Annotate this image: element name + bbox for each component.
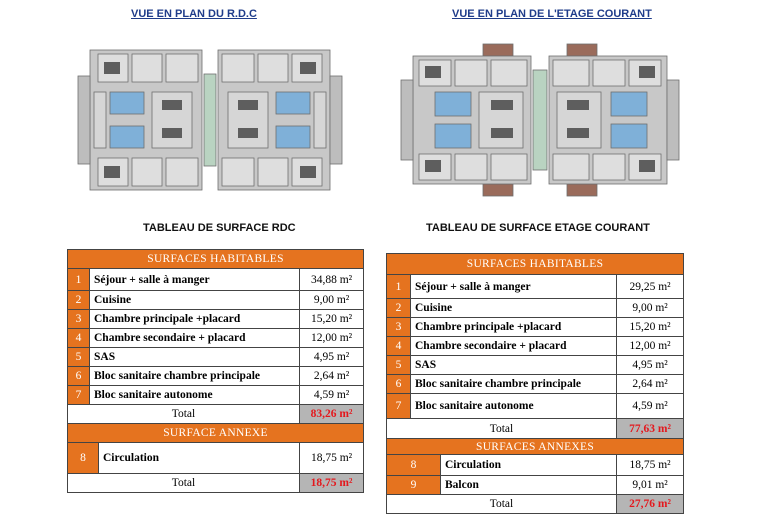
rdc-annex-header: SURFACE ANNEXE <box>66 423 365 443</box>
table-row: 4 Chambre secondaire + placard 12,00 m² <box>386 336 685 356</box>
row-number: 2 <box>67 290 90 310</box>
table-row: 5 SAS 4,95 m² <box>386 355 685 375</box>
room-label: Séjour + salle à manger <box>410 274 617 299</box>
rdc-table-title: TABLEAU DE SURFACE RDC <box>143 222 296 234</box>
table-row: 8 Circulation 18,75 m² <box>67 442 365 474</box>
table-row: 3 Chambre principale +placard 15,20 m² <box>386 317 685 337</box>
row-number: 3 <box>386 317 411 337</box>
total-value: 83,26 m² <box>298 404 365 424</box>
annex-label: Circulation <box>440 454 617 476</box>
row-number: 1 <box>386 274 411 299</box>
annex-area: 18,75 m² <box>298 442 365 474</box>
table-row: 6 Bloc sanitaire chambre principale 2,64… <box>67 366 365 386</box>
row-number: 4 <box>67 328 90 348</box>
room-label: SAS <box>89 347 300 367</box>
total-label: Total <box>386 418 617 439</box>
room-label: Bloc sanitaire autonome <box>89 385 300 405</box>
rdc-habitable-header-row: SURFACES HABITABLES <box>66 249 365 269</box>
table-row: 2 Cuisine 9,00 m² <box>386 298 685 318</box>
room-area: 12,00 m² <box>615 336 685 356</box>
table-row: 7 Bloc sanitaire autonome 4,59 m² <box>67 385 365 405</box>
table-row: 6 Bloc sanitaire chambre principale 2,64… <box>386 374 685 394</box>
room-area: 34,88 m² <box>298 268 365 291</box>
rdc-total-row: Total 83,26 m² <box>67 404 365 424</box>
table-row: 1 Séjour + salle à manger 29,25 m² <box>386 274 685 299</box>
total-value: 77,63 m² <box>615 418 685 439</box>
row-number: 7 <box>386 393 411 419</box>
rdc-habitable-header: SURFACES HABITABLES <box>66 249 365 269</box>
room-area: 15,20 m² <box>615 317 685 337</box>
room-area: 4,59 m² <box>615 393 685 419</box>
row-number: 7 <box>67 385 90 405</box>
etage-floor-plan <box>397 40 685 200</box>
row-number: 5 <box>67 347 90 367</box>
room-area: 4,95 m² <box>298 347 365 367</box>
table-row: 3 Chambre principale +placard 15,20 m² <box>67 309 365 329</box>
rdc-annex-header-row: SURFACE ANNEXE <box>66 423 365 443</box>
etage-surface-table: SURFACES HABITABLES 1 Séjour + salle à m… <box>385 253 685 514</box>
room-label: Séjour + salle à manger <box>89 268 300 291</box>
annex-area: 9,01 m² <box>615 475 685 495</box>
row-number: 8 <box>67 442 99 474</box>
table-row: 2 Cuisine 9,00 m² <box>67 290 365 310</box>
rdc-floor-plan <box>74 40 346 200</box>
room-label: Bloc sanitaire chambre principale <box>410 374 617 394</box>
etage-annex-total-row: Total 27,76 m² <box>386 494 685 514</box>
room-area: 4,59 m² <box>298 385 365 405</box>
row-number: 5 <box>386 355 411 375</box>
etage-plan-title: VUE EN PLAN DE L'ETAGE COURANT <box>452 8 652 20</box>
row-number: 2 <box>386 298 411 318</box>
row-number: 3 <box>67 309 90 329</box>
total-label: Total <box>67 404 300 424</box>
room-label: Chambre principale +placard <box>89 309 300 329</box>
room-label: SAS <box>410 355 617 375</box>
room-area: 15,20 m² <box>298 309 365 329</box>
etage-habitable-header: SURFACES HABITABLES <box>385 253 685 275</box>
table-row: 9 Balcon 9,01 m² <box>386 475 685 495</box>
table-row: 8 Circulation 18,75 m² <box>386 454 685 476</box>
table-row: 4 Chambre secondaire + placard 12,00 m² <box>67 328 365 348</box>
room-label: Chambre secondaire + placard <box>89 328 300 348</box>
row-number: 8 <box>386 454 441 476</box>
room-label: Bloc sanitaire chambre principale <box>89 366 300 386</box>
room-label: Chambre secondaire + placard <box>410 336 617 356</box>
etage-habitable-header-row: SURFACES HABITABLES <box>385 253 685 275</box>
room-area: 2,64 m² <box>615 374 685 394</box>
etage-table-title: TABLEAU DE SURFACE ETAGE COURANT <box>426 222 650 234</box>
etage-annex-header-row: SURFACES ANNEXES <box>385 438 685 455</box>
room-area: 2,64 m² <box>298 366 365 386</box>
annex-total-value: 18,75 m² <box>298 473 365 493</box>
annex-label: Circulation <box>98 442 300 474</box>
row-number: 6 <box>386 374 411 394</box>
row-number: 1 <box>67 268 90 291</box>
etage-annex-header: SURFACES ANNEXES <box>385 438 685 455</box>
row-number: 4 <box>386 336 411 356</box>
room-area: 9,00 m² <box>615 298 685 318</box>
row-number: 9 <box>386 475 441 495</box>
room-area: 4,95 m² <box>615 355 685 375</box>
annex-area: 18,75 m² <box>615 454 685 476</box>
room-area: 9,00 m² <box>298 290 365 310</box>
etage-total-row: Total 77,63 m² <box>386 418 685 439</box>
table-row: 5 SAS 4,95 m² <box>67 347 365 367</box>
row-number: 6 <box>67 366 90 386</box>
table-row: 7 Bloc sanitaire autonome 4,59 m² <box>386 393 685 419</box>
table-row: 1 Séjour + salle à manger 34,88 m² <box>67 268 365 291</box>
rdc-surface-table: SURFACES HABITABLES 1 Séjour + salle à m… <box>66 249 365 493</box>
room-label: Cuisine <box>89 290 300 310</box>
annex-total-label: Total <box>67 473 300 493</box>
annex-total-value: 27,76 m² <box>615 494 685 514</box>
annex-total-label: Total <box>386 494 617 514</box>
room-label: Chambre principale +placard <box>410 317 617 337</box>
room-label: Cuisine <box>410 298 617 318</box>
rdc-plan-title: VUE EN PLAN DU R.D.C <box>131 8 257 20</box>
room-area: 12,00 m² <box>298 328 365 348</box>
room-label: Bloc sanitaire autonome <box>410 393 617 419</box>
rdc-annex-total-row: Total 18,75 m² <box>67 473 365 493</box>
annex-label: Balcon <box>440 475 617 495</box>
room-area: 29,25 m² <box>615 274 685 299</box>
